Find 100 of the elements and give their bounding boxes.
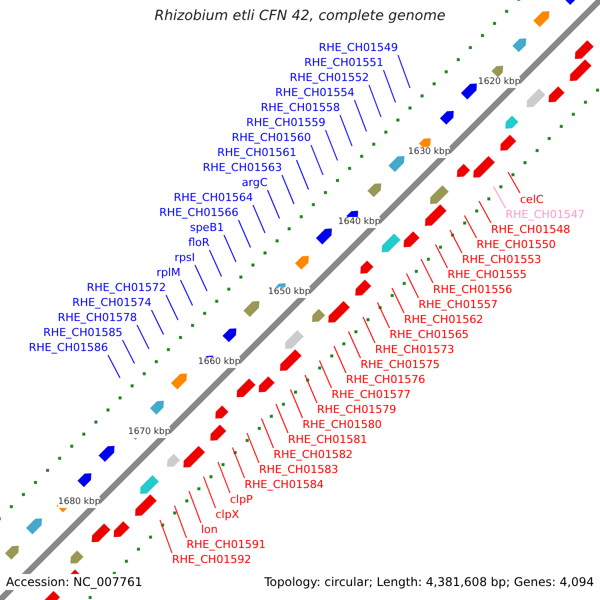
gene-label: RHE_CH01550 bbox=[476, 238, 556, 252]
leader-line bbox=[174, 505, 187, 538]
gene-label: RHE_CH01579 bbox=[317, 403, 396, 417]
gene-label: RHE_CH01577 bbox=[332, 388, 411, 402]
gene-label: floR bbox=[188, 236, 210, 250]
leader-line bbox=[224, 234, 236, 262]
leader-line bbox=[406, 273, 419, 298]
leader-line bbox=[276, 404, 288, 434]
gene-label: lon bbox=[201, 523, 218, 537]
leader-line bbox=[435, 244, 448, 268]
leader-line bbox=[420, 258, 434, 284]
leader-line bbox=[180, 280, 193, 306]
scale-tick-label: 1650 kbp bbox=[268, 287, 310, 298]
gene-label: RHE_CH01581 bbox=[288, 433, 368, 447]
leader-line bbox=[261, 418, 274, 448]
leader-line bbox=[310, 144, 324, 176]
gene-label: rplM bbox=[156, 266, 180, 280]
gene-label: RHE_CH01553 bbox=[462, 253, 542, 267]
scale-tick-label: 1630 kbp bbox=[408, 147, 450, 158]
leader-line bbox=[296, 160, 309, 190]
gene-label: celC bbox=[520, 193, 544, 207]
gene-label: RHE_CH01583 bbox=[259, 463, 338, 477]
gene-label: RHE_CH01549 bbox=[318, 41, 398, 55]
gene-label: RHE_CH01584 bbox=[244, 478, 324, 492]
leader-line bbox=[232, 447, 245, 478]
leader-line bbox=[188, 490, 202, 524]
leader-line bbox=[166, 294, 178, 320]
leader-line bbox=[246, 432, 260, 464]
gene-label: RHE_CH01566 bbox=[159, 206, 238, 220]
scale-tick-label: 1660 kbp bbox=[198, 357, 240, 368]
scale-tick-label: 1670 kbp bbox=[128, 427, 170, 438]
gene-label: RHE_CH01565 bbox=[390, 328, 469, 342]
gene-label: rpsI bbox=[174, 251, 195, 265]
leader-line bbox=[383, 70, 396, 103]
leader-line bbox=[450, 230, 462, 254]
gene-label: RHE_CH01578 bbox=[58, 311, 137, 325]
gene-label: RHE_CH01575 bbox=[360, 358, 440, 372]
leader-line bbox=[508, 172, 520, 194]
title: Rhizobium etli CFN 42, complete genome bbox=[154, 8, 446, 24]
gene-label: RHE_CH01591 bbox=[186, 538, 266, 552]
gene-label: clpX bbox=[216, 508, 240, 522]
gene-label: RHE_CH01552 bbox=[290, 71, 369, 85]
gene-label: RHE_CH01555 bbox=[448, 268, 527, 282]
leader-line bbox=[348, 331, 361, 358]
gene-label: RHE_CH01562 bbox=[404, 313, 484, 327]
leader-line bbox=[493, 186, 506, 208]
leader-line bbox=[151, 310, 164, 335]
gene-label: speB1 bbox=[190, 221, 224, 235]
leader-line bbox=[377, 302, 390, 328]
leader-line bbox=[354, 100, 367, 132]
leader-line bbox=[304, 374, 318, 404]
scale-tick-label: 1620 kbp bbox=[478, 77, 520, 88]
gene-label: RHE_CH01560 bbox=[232, 131, 311, 145]
leader-line bbox=[362, 316, 376, 344]
leader-line bbox=[464, 215, 477, 238]
leader-line bbox=[252, 204, 266, 234]
scale-tick-label: 1640 kbp bbox=[338, 217, 380, 228]
leader-line bbox=[368, 84, 382, 118]
accession-text: Accession: NC_007761 bbox=[6, 574, 142, 590]
leader-line bbox=[160, 520, 172, 554]
leader-line bbox=[194, 264, 208, 292]
leader-line bbox=[136, 324, 150, 350]
gene-label: RHE_CH01592 bbox=[172, 553, 252, 567]
leader-line bbox=[108, 354, 120, 378]
leader-line bbox=[203, 476, 216, 508]
gene-label: RHE_CH01573 bbox=[375, 343, 454, 357]
gene-label: RHE_CH01558 bbox=[260, 101, 340, 115]
leader-line bbox=[398, 54, 410, 88]
scale-tick-label: 1680 kbp bbox=[58, 497, 100, 508]
gene-label: RHE_CH01547 bbox=[506, 208, 585, 222]
gene-label: RHE_CH01582 bbox=[274, 448, 353, 462]
gene-label: RHE_CH01574 bbox=[72, 296, 152, 310]
gene-label: RHE_CH01548 bbox=[491, 223, 570, 237]
leader-line bbox=[122, 340, 135, 364]
leader-line bbox=[209, 250, 222, 277]
leader-line bbox=[267, 190, 280, 219]
leader-line bbox=[334, 346, 346, 374]
gene-label: argC bbox=[242, 176, 268, 190]
gene-label: RHE_CH01564 bbox=[174, 191, 253, 205]
gene-label: RHE_CH01563 bbox=[202, 161, 282, 175]
leader-line bbox=[238, 220, 251, 248]
gene-label: RHE_CH01585 bbox=[43, 326, 122, 340]
gene-label: RHE_CH01551 bbox=[304, 56, 384, 70]
gene-label: RHE_CH01580 bbox=[302, 418, 382, 432]
gene-label: RHE_CH01572 bbox=[86, 281, 166, 295]
gene-label: RHE_CH01557 bbox=[418, 298, 498, 312]
gene-label: RHE_CH01554 bbox=[275, 86, 354, 100]
gene-label: RHE_CH01556 bbox=[433, 283, 512, 297]
genome-info-text: Topology: circular; Length: 4,381,608 bp; Genes: 4,094 bbox=[264, 574, 594, 590]
leader-line bbox=[319, 360, 332, 388]
gene-label: RHE_CH01559 bbox=[246, 116, 326, 130]
gene-label: clpP bbox=[230, 493, 253, 507]
gene-label: RHE_CH01586 bbox=[28, 341, 108, 355]
gene-label: RHE_CH01576 bbox=[346, 373, 426, 387]
leader-line bbox=[282, 174, 294, 204]
leader-line bbox=[325, 130, 338, 161]
leader-line bbox=[478, 200, 492, 224]
leader-line bbox=[290, 389, 303, 418]
leader-line bbox=[392, 288, 404, 314]
leader-line bbox=[218, 462, 230, 494]
